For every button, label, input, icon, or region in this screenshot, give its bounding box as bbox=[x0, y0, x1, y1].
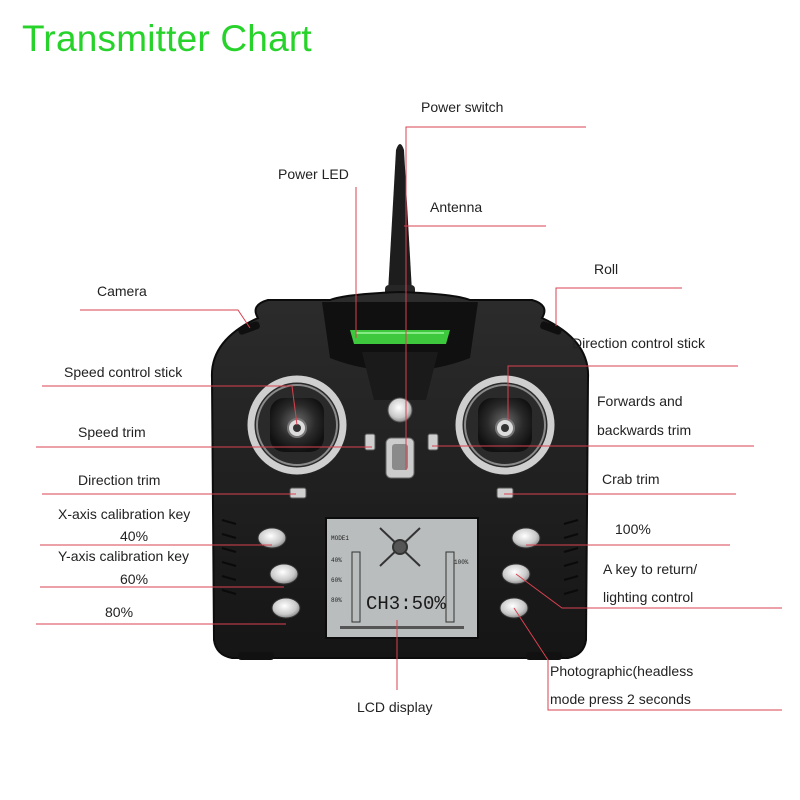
antenna bbox=[385, 144, 415, 299]
camera-shoulder-button[interactable] bbox=[237, 320, 260, 335]
label-camera: Camera bbox=[97, 283, 147, 299]
hundred-percent-key[interactable] bbox=[511, 527, 541, 549]
lcd-mode-text: MODE1 bbox=[331, 535, 349, 542]
label-power-switch: Power switch bbox=[421, 99, 504, 115]
label-speed-trim: Speed trim bbox=[78, 424, 146, 440]
lcd-display: MODE1 40% 60% 80% 100% CH3:50% bbox=[325, 517, 479, 639]
direction-trim-switch[interactable] bbox=[289, 487, 307, 499]
label-x-axis-calibration-key: X-axis calibration key bbox=[58, 506, 191, 522]
crab-trim-switch[interactable] bbox=[496, 487, 514, 499]
label-direction-control-stick: Direction control stick bbox=[572, 335, 706, 351]
direction-control-stick[interactable] bbox=[455, 375, 555, 475]
label-crab-trim: Crab trim bbox=[602, 471, 660, 487]
y-axis-calibration-key[interactable] bbox=[269, 563, 299, 585]
speed-control-stick[interactable] bbox=[247, 375, 347, 475]
x-axis-calibration-key[interactable] bbox=[257, 527, 287, 549]
power-led bbox=[350, 330, 450, 344]
left-grip-ribs bbox=[221, 519, 237, 595]
label-80-percent: 80% bbox=[105, 604, 134, 620]
eighty-percent-key[interactable] bbox=[271, 597, 301, 619]
label-100-percent: 100% bbox=[615, 521, 651, 537]
label-forwards-backwards-trim-1: Forwards and bbox=[597, 393, 683, 409]
roll-shoulder-button[interactable] bbox=[539, 320, 562, 335]
forwards-backwards-trim-switch[interactable] bbox=[427, 433, 439, 451]
label-speed-control-stick: Speed control stick bbox=[64, 364, 183, 380]
label-photographic-2: mode press 2 seconds bbox=[550, 691, 691, 707]
page-title: Transmitter Chart bbox=[22, 18, 312, 59]
label-40-percent: 40% bbox=[120, 528, 149, 544]
label-return-key-1: A key to return/ bbox=[603, 561, 698, 577]
power-switch[interactable] bbox=[385, 397, 415, 479]
leader-lines bbox=[36, 126, 782, 711]
label-roll: Roll bbox=[594, 261, 619, 277]
label-y-axis-calibration-key: Y-axis calibration key bbox=[58, 548, 189, 564]
label-direction-trim: Direction trim bbox=[78, 472, 161, 488]
right-grip-ribs bbox=[563, 519, 579, 595]
svg-text:40%: 40% bbox=[331, 557, 342, 564]
label-antenna: Antenna bbox=[430, 199, 483, 215]
label-60-percent: 60% bbox=[120, 571, 149, 587]
label-lcd-display: LCD display bbox=[357, 699, 433, 715]
label-power-led: Power LED bbox=[278, 166, 349, 182]
lcd-channel-text: CH3:50% bbox=[366, 593, 446, 615]
lcd-left-scale: 40% 60% 80% bbox=[331, 557, 342, 604]
label-return-key-2: lighting control bbox=[603, 589, 694, 605]
drone-icon bbox=[379, 527, 421, 567]
lcd-right-scale: 100% bbox=[454, 559, 469, 566]
label-photographic-1: Photographic(headless bbox=[550, 663, 694, 679]
label-forwards-backwards-trim-2: backwards trim bbox=[597, 422, 692, 438]
svg-text:60%: 60% bbox=[331, 577, 342, 584]
svg-text:80%: 80% bbox=[331, 597, 342, 604]
speed-trim-switch[interactable] bbox=[364, 433, 376, 451]
